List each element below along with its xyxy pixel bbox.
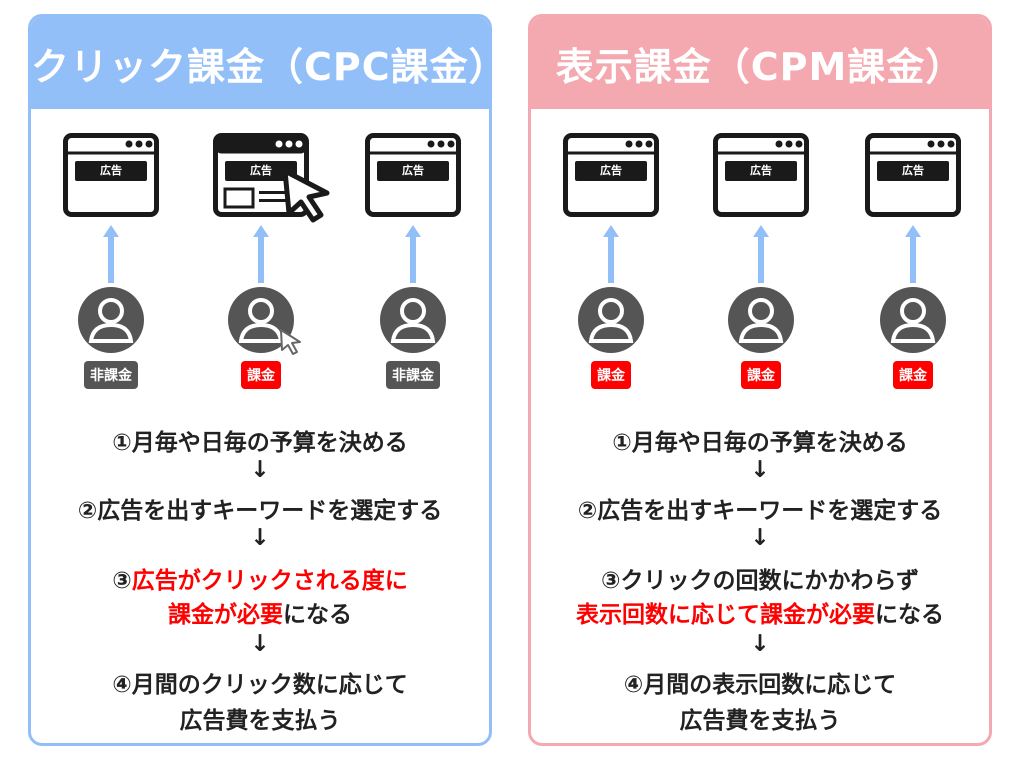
down-arrow: ↓ xyxy=(531,457,989,483)
billing-badge: 課金 xyxy=(741,361,781,389)
ad-label: 広告 xyxy=(250,164,272,177)
panel-title: クリック課金（CPC課金） xyxy=(31,17,489,109)
billing-example: 広告非課金 xyxy=(353,17,473,397)
step-text: ③広告がクリックされる度に xyxy=(31,561,489,595)
billing-example: 広告課金 xyxy=(853,17,973,397)
billing-badge: 課金 xyxy=(591,361,631,389)
step-segment: ↓ xyxy=(250,525,270,551)
ad-label: 広告 xyxy=(750,164,772,177)
step-segment: になる xyxy=(283,602,352,628)
mouse-cursor-icon xyxy=(278,327,304,361)
step-segment: ↓ xyxy=(750,631,770,657)
user-avatar-icon xyxy=(880,287,946,357)
step-text: 課金が必要になる xyxy=(31,595,489,629)
step-text: 表示回数に応じて課金が必要になる xyxy=(531,595,989,629)
step-text: 広告費を支払う xyxy=(31,701,489,735)
down-arrow: ↓ xyxy=(31,631,489,657)
ad-label: 広告 xyxy=(600,164,622,177)
ad-label: 広告 xyxy=(100,164,122,177)
step-text: ①月毎や日毎の予算を決める xyxy=(531,423,989,457)
step-segment: ↓ xyxy=(750,525,770,551)
step-segment: 広告費を支払う xyxy=(679,708,841,734)
user-avatar-icon xyxy=(578,287,644,357)
step-segment: ↓ xyxy=(750,457,770,483)
user-avatar-icon xyxy=(728,287,794,357)
user-avatar-icon xyxy=(78,287,144,357)
up-arrow-icon xyxy=(253,225,269,287)
billing-example: 広告課金 xyxy=(201,17,330,397)
up-arrow-icon xyxy=(103,225,119,287)
ad-label: 広告 xyxy=(902,164,924,177)
browser-window-icon: 広告 xyxy=(865,133,961,221)
user-avatar-icon xyxy=(228,287,301,357)
billing-badge: 課金 xyxy=(893,361,933,389)
down-arrow: ↓ xyxy=(531,525,989,551)
up-arrow-icon xyxy=(753,225,769,287)
billing-badge: 非課金 xyxy=(386,361,440,389)
step-segment: ①月毎や日毎の予算を決める xyxy=(612,430,908,456)
browser-window-icon: 広告 xyxy=(713,133,809,221)
step-text: ②広告を出すキーワードを選定する xyxy=(531,491,989,525)
down-arrow: ↓ xyxy=(31,525,489,551)
billing-example: 広告非課金 xyxy=(51,17,171,397)
step-text: ①月毎や日毎の予算を決める xyxy=(31,423,489,457)
browser-window-icon: 広告 xyxy=(365,133,461,221)
step-text: ③クリックの回数にかかわらず xyxy=(531,561,989,595)
step-text: ④月間のクリック数に応じて xyxy=(31,665,489,699)
step-text: 広告費を支払う xyxy=(531,701,989,735)
step-segment: ①月毎や日毎の予算を決める xyxy=(112,430,408,456)
billing-badge: 非課金 xyxy=(84,361,138,389)
step-segment: ↓ xyxy=(250,457,270,483)
down-arrow: ↓ xyxy=(31,457,489,483)
step-text: ②広告を出すキーワードを選定する xyxy=(31,491,489,525)
step-segment: 広告がクリックされる度に xyxy=(131,568,408,594)
panel-title: 表示課金（CPM課金） xyxy=(531,17,989,109)
up-arrow-icon xyxy=(603,225,619,287)
browser-window-icon: 広告 xyxy=(563,133,659,221)
step-segment: ②広告を出すキーワードを選定する xyxy=(77,498,443,524)
billing-badge: 課金 xyxy=(241,361,281,389)
billing-example: 広告課金 xyxy=(701,17,821,397)
browser-window-icon: 広告 xyxy=(63,133,159,221)
step-segment: ④月間の表示回数に応じて xyxy=(623,672,897,698)
mouse-cursor-icon xyxy=(281,167,333,227)
step-segment: ③ xyxy=(112,568,132,594)
step-segment: になる xyxy=(875,602,944,628)
step-segment: 表示回数に応じて課金が必要 xyxy=(576,602,875,628)
step-segment: ④月間のクリック数に応じて xyxy=(112,672,408,698)
step-segment: ↓ xyxy=(250,631,270,657)
browser-window-icon: 広告 xyxy=(213,133,330,223)
up-arrow-icon xyxy=(405,225,421,287)
user-avatar-icon xyxy=(380,287,446,357)
billing-example: 広告課金 xyxy=(551,17,671,397)
up-arrow-icon xyxy=(905,225,921,287)
step-segment: ②広告を出すキーワードを選定する xyxy=(577,498,943,524)
step-segment: 課金が必要 xyxy=(168,602,283,628)
step-text: ④月間の表示回数に応じて xyxy=(531,665,989,699)
ad-label: 広告 xyxy=(402,164,424,177)
step-segment: ③クリックの回数にかかわらず xyxy=(600,568,919,594)
step-segment: 広告費を支払う xyxy=(179,708,341,734)
down-arrow: ↓ xyxy=(531,631,989,657)
